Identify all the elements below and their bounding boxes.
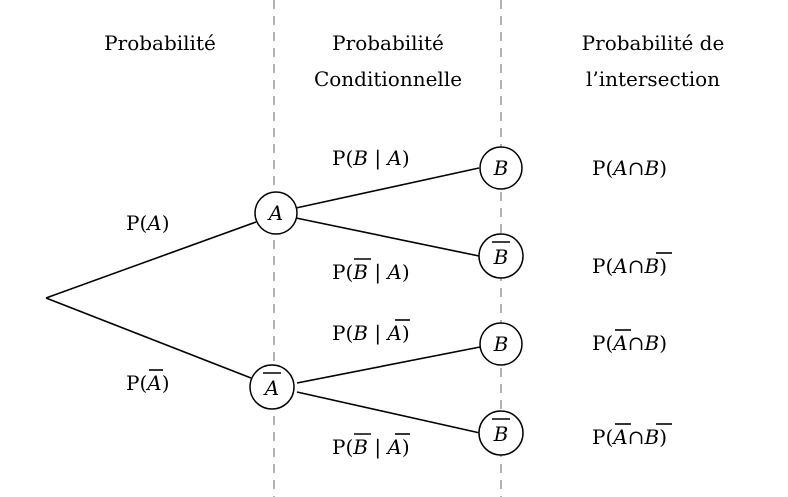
intersection-A-and-B-bar: P(A∩B) [592, 252, 672, 278]
header-probabilite: Probabilité [104, 31, 216, 55]
branch-root-to-A-bar [45, 297, 252, 379]
svg-text:A: A [263, 376, 279, 400]
header-probabilite-conditionnelle-line2: Conditionnelle [314, 67, 462, 91]
branch-A-to-B-bar [295, 217, 480, 257]
svg-text:B: B [493, 422, 509, 446]
node-B-bar-after-A: B [478, 233, 524, 279]
svg-text:P(A∩B): P(A∩B) [592, 254, 667, 278]
label-p-B-given-A-bar: P(B | A) [332, 319, 410, 346]
label-p-A: P(A) [126, 211, 170, 235]
node-A: A [254, 191, 298, 235]
svg-text:B: B [493, 245, 509, 269]
label-p-B-bar-given-A-bar: P(B | A) [332, 433, 410, 460]
branch-A-bar-to-B-bar [296, 391, 481, 434]
intersection-A-bar-and-B-bar: P(A∩B) [592, 423, 672, 449]
label-p-B-given-A: P(B | A) [332, 146, 410, 171]
label-p-A-bar: P(A) [126, 369, 170, 395]
svg-text:P(A): P(A) [126, 371, 170, 395]
header-probabilite-intersection-line2: l’intersection [586, 67, 720, 91]
node-B-bar-after-A-bar: B [478, 410, 524, 456]
svg-text:B: B [493, 156, 509, 180]
svg-text:B: B [493, 332, 509, 356]
branch-A-bar-to-B [296, 346, 481, 384]
branch-A-to-B [295, 167, 480, 209]
svg-text:P(A∩B): P(A∩B) [592, 331, 667, 355]
node-A-bar: A [249, 364, 295, 410]
svg-text:P(B | A): P(B | A) [332, 260, 410, 285]
branch-root-to-A [45, 221, 257, 299]
header-probabilite-intersection-line1: Probabilité de [582, 31, 725, 55]
node-B-after-A: B [479, 146, 523, 190]
intersection-A-bar-and-B: P(A∩B) [592, 329, 667, 355]
intersection-A-and-B: P(A∩B) [592, 156, 667, 180]
svg-text:A: A [267, 201, 283, 225]
svg-text:P(B | A): P(B | A) [332, 321, 410, 346]
header-probabilite-conditionnelle-line1: Probabilité [332, 31, 444, 55]
label-p-B-bar-given-A: P(B | A) [332, 258, 410, 285]
svg-text:P(B | A): P(B | A) [332, 435, 410, 460]
node-B-after-A-bar: B [479, 322, 523, 366]
svg-text:P(A∩B): P(A∩B) [592, 425, 667, 449]
